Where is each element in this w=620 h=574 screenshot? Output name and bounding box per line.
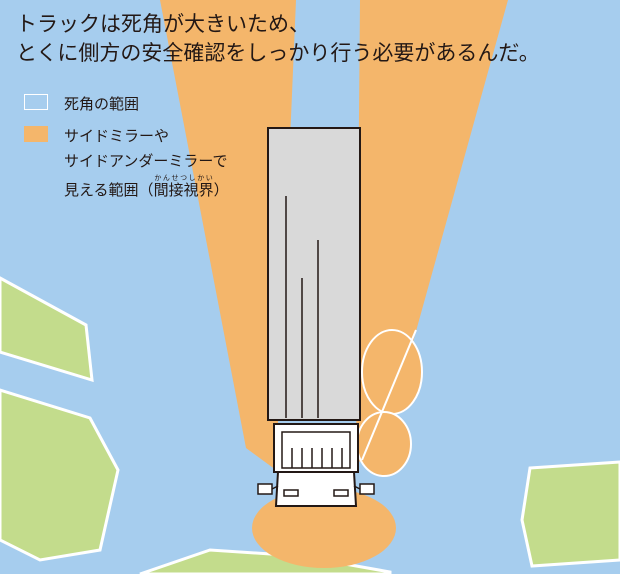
title-line-1: トラックは死角が大きいため、 bbox=[16, 12, 310, 36]
mirror-view-label-line-3: 見える範囲（間接視界かんせつしかい） bbox=[64, 174, 229, 203]
legend-mirror-view: サイドミラーや サイドアンダーミラーで 見える範囲（間接視界かんせつしかい） bbox=[24, 124, 229, 203]
left-headlight bbox=[283, 489, 299, 497]
side-mirror-ellipse-lower bbox=[356, 411, 412, 477]
right-side-mirror bbox=[359, 483, 375, 495]
diagram-title: トラックは死角が大きいため、 とくに側方の安全確認をしっかり行う必要があるんだ。 bbox=[16, 10, 540, 68]
line3-ruby-base: 間接視界 bbox=[153, 181, 214, 199]
line3-prefix: 見える範囲（ bbox=[64, 181, 154, 199]
truck-front-bumper bbox=[274, 471, 358, 507]
truck-cargo-box bbox=[267, 127, 361, 421]
left-mirror-arm bbox=[271, 485, 279, 490]
mirror-view-label-line-2: サイドアンダーミラーで bbox=[64, 152, 228, 170]
blind-spot-label: 死角の範囲 bbox=[64, 95, 140, 113]
line3-suffix: ） bbox=[213, 181, 229, 199]
right-mirror-arm bbox=[353, 485, 361, 490]
left-mirror-view-wedge bbox=[160, 0, 296, 470]
legend-blind-spot: 死角の範囲 bbox=[23, 92, 140, 117]
truck bbox=[257, 127, 375, 507]
blind-spot-swatch bbox=[23, 93, 49, 111]
right-headlight bbox=[333, 489, 349, 497]
truck-windshield bbox=[281, 431, 351, 469]
indirect-view-ruby: 間接視界かんせつしかい bbox=[153, 174, 214, 199]
title-line-2: とくに側方の安全確認をしっかり行う必要があるんだ。 bbox=[16, 41, 540, 65]
left-side-mirror bbox=[257, 483, 273, 495]
side-mirror-ellipse-upper bbox=[361, 329, 423, 415]
mirror-view-swatch bbox=[24, 126, 48, 142]
mirror-view-label-line-1: サイドミラーや bbox=[64, 127, 170, 145]
line3-ruby-text: かんせつしかい bbox=[153, 174, 214, 182]
grass-patch-right bbox=[520, 460, 620, 568]
front-mirror-view-area bbox=[252, 488, 396, 568]
mirror-sight-line bbox=[361, 329, 417, 461]
grass-patch-left-top bbox=[0, 276, 94, 383]
grass-patch-left-bottom bbox=[0, 388, 120, 562]
